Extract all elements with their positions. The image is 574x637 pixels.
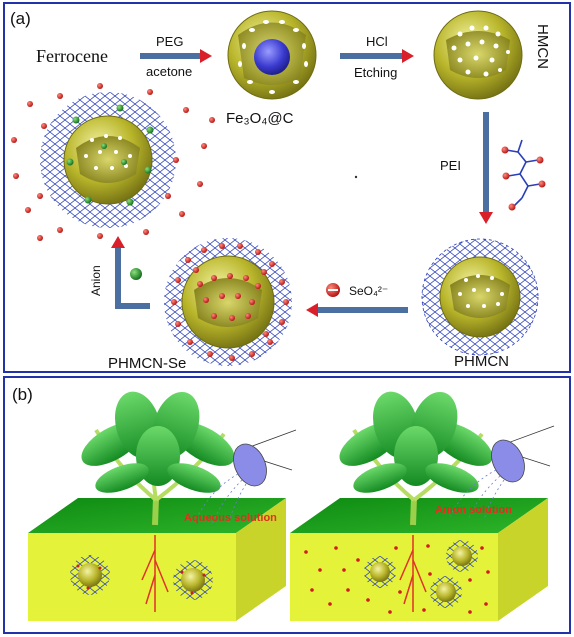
panel-a-frame bbox=[3, 2, 571, 373]
step1-bottom-label: acetone bbox=[146, 64, 192, 79]
anion-label: Anion bbox=[89, 265, 103, 296]
panel-b-label: (b) bbox=[12, 385, 33, 404]
left-plant bbox=[81, 391, 235, 526]
fe3o4c-label: Fe₃O₄@C bbox=[226, 110, 294, 127]
released-green-dots bbox=[66, 104, 154, 206]
arrow-peg-acetone bbox=[140, 49, 212, 63]
ferrocene-label: Ferrocene bbox=[36, 46, 108, 66]
phmcn-se-sphere bbox=[164, 238, 292, 366]
step2-top-label: HCl bbox=[366, 34, 388, 49]
released-red-dots bbox=[11, 83, 215, 241]
released-sphere bbox=[40, 92, 176, 228]
phmcn-se-selenate-dots bbox=[171, 243, 289, 361]
fe3o4c-sphere bbox=[227, 10, 317, 100]
magnetic-core bbox=[254, 39, 290, 75]
left-solution-label: Aqueous solution bbox=[184, 512, 277, 524]
left-buried-particles bbox=[70, 555, 213, 600]
arrow-seo4 bbox=[306, 303, 408, 317]
phmcn-label: PHMCN bbox=[454, 353, 509, 370]
step2-bottom-label: Etching bbox=[354, 65, 397, 80]
left-watering-can-icon bbox=[195, 429, 297, 525]
seo4-label: SeO₄²⁻ bbox=[349, 284, 388, 298]
pei-label: PEI bbox=[440, 158, 461, 173]
step1-top-label: PEG bbox=[156, 34, 183, 49]
pei-chain-icon bbox=[505, 139, 541, 207]
arrow-pei bbox=[479, 112, 493, 224]
anion-ion-icon bbox=[130, 268, 142, 280]
panel-a-label: (a) bbox=[10, 9, 31, 28]
seo4-ion-icon bbox=[326, 283, 340, 297]
right-watering-can-icon bbox=[449, 425, 555, 521]
right-soil-block bbox=[290, 498, 548, 621]
phmcn-sphere bbox=[421, 238, 539, 356]
pei-red-ends bbox=[501, 146, 546, 211]
left-roots bbox=[141, 535, 169, 612]
arrow-hcl-etching bbox=[340, 49, 414, 63]
right-released-ions bbox=[304, 544, 490, 614]
right-roots bbox=[399, 535, 427, 612]
right-buried-particles bbox=[364, 540, 478, 608]
right-solution-label: Anion solution bbox=[435, 504, 512, 516]
right-plant bbox=[339, 391, 493, 526]
phmcn-se-label: PHMCN-Se bbox=[108, 355, 186, 372]
arrow-anion bbox=[111, 236, 150, 309]
hmcn-sphere bbox=[433, 10, 523, 100]
stray-dot bbox=[354, 175, 358, 179]
panel-b-frame bbox=[3, 376, 571, 634]
hmcn-label: HMCN bbox=[534, 24, 551, 69]
